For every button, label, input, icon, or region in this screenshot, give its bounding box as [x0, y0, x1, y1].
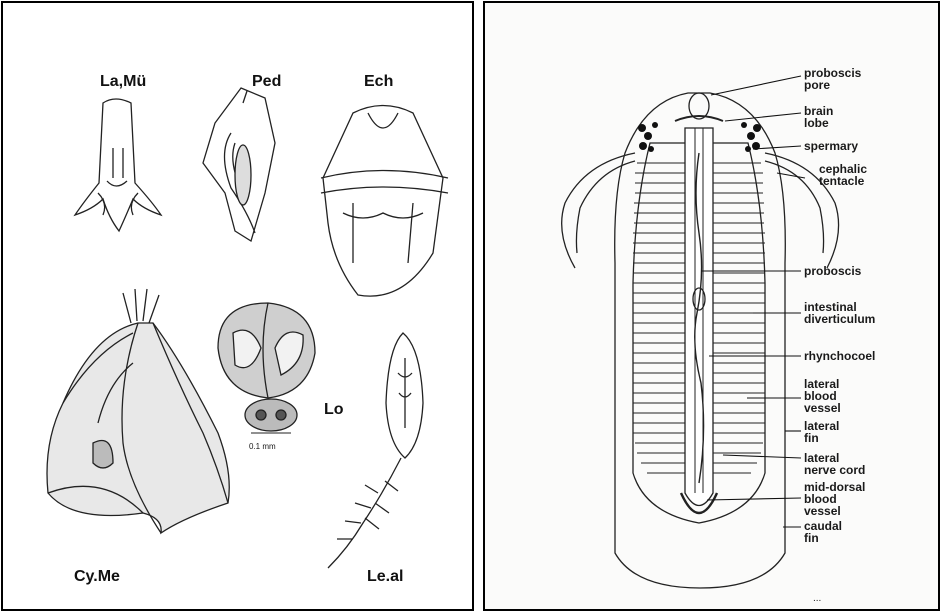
larvae-illustration	[3, 3, 472, 609]
ech-larva-drawing	[321, 106, 448, 297]
annotation-cephalic-tentacle: cephalic tentacle	[819, 163, 867, 187]
annotation-rhynchocoel: rhynchocoel	[804, 350, 875, 362]
rhynchocoel	[685, 128, 713, 506]
cy-me-larva-drawing	[47, 289, 229, 533]
label-lo: Lo	[324, 401, 344, 419]
label-le-al: Le.al	[367, 568, 403, 586]
annotation-proboscis-pore: proboscis pore	[804, 67, 861, 91]
lo-larva-drawing	[218, 303, 315, 433]
annotation-intestinal-diverticulum: intestinal diverticulum	[804, 301, 875, 325]
label-la-mu: La,Mü	[100, 73, 146, 91]
label-ped: Ped	[252, 73, 281, 91]
anatomy-figure-panel: proboscis pore brain lobe spermary cepha…	[483, 1, 940, 611]
annotation-lateral-fin: lateral fin	[804, 420, 839, 444]
larvae-figure-panel: La,Mü Ped Ech Lo 0.1 mm Cy.Me Le.al	[1, 1, 474, 611]
le-al-larva-drawing	[328, 333, 423, 568]
footer-mark: ...	[813, 593, 821, 605]
annotation-caudal-fin: caudal fin	[804, 520, 842, 544]
annotation-proboscis: proboscis	[804, 265, 861, 277]
annotation-brain-lobe: brain lobe	[804, 105, 833, 129]
label-ech: Ech	[364, 73, 393, 91]
scale-bar-label: 0.1 mm	[249, 441, 276, 453]
label-cy-me: Cy.Me	[74, 568, 120, 586]
la-mu-larva-drawing	[75, 99, 161, 231]
tentacle-left	[562, 153, 635, 268]
annotation-mid-dorsal-blood-vessel: mid-dorsal blood vessel	[804, 481, 865, 517]
ped-larva-drawing	[203, 88, 275, 241]
annotation-spermary: spermary	[804, 140, 858, 152]
annotation-lateral-blood-vessel: lateral blood vessel	[804, 378, 841, 414]
annotation-lateral-nerve-cord: lateral nerve cord	[804, 452, 865, 476]
